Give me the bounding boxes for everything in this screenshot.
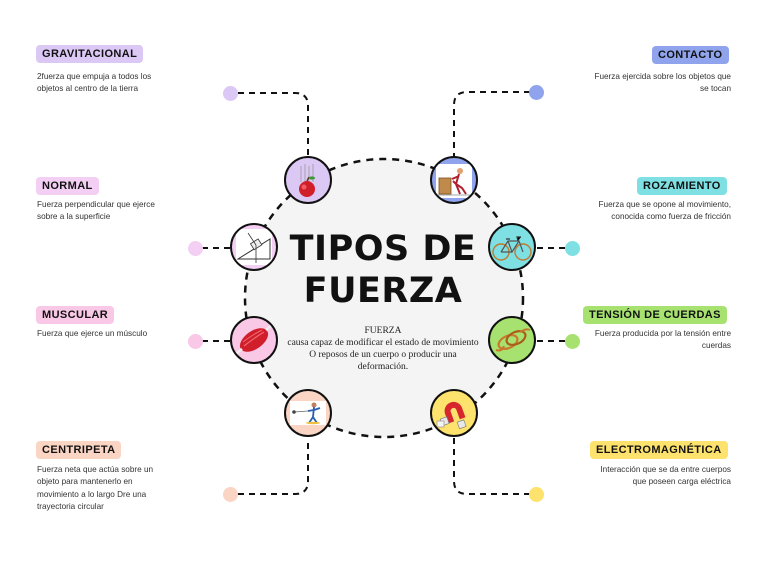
connector-centripeta: [238, 438, 309, 495]
center-description: causa capaz de modificar el estado de mo…: [287, 338, 479, 372]
desc-line: objeto para mantenerlo en: [37, 477, 133, 487]
desc-line: Fuerza ejercida sobre los objetos que: [594, 72, 731, 81]
desc-electromagnetica: Interacción que se da entre cuerpos que …: [556, 464, 731, 489]
tag-tension: TENSIÓN DE CUERDAS: [583, 306, 727, 324]
desc-line: Fuerza neta que actúa sobre un: [37, 465, 154, 474]
desc-line: conocida como fuerza de fricción: [611, 212, 731, 222]
tag-normal: NORMAL: [36, 177, 99, 195]
node-centripeta: [284, 389, 332, 437]
connector-gravitacional: [238, 92, 309, 160]
central-circle: [243, 157, 525, 439]
magnet-icon: [436, 401, 467, 430]
desc-line: se tocan: [700, 84, 731, 94]
dot-tension: [565, 334, 580, 349]
muscle-icon: [235, 324, 273, 355]
connector-electromagnetica: [453, 438, 530, 495]
desc-line: Fuerza producida por la tensión entre: [594, 329, 731, 338]
person-pushing-box-icon: [436, 164, 472, 198]
dot-muscular: [188, 334, 203, 349]
desc-tension: Fuerza producida por la tensión entre cu…: [556, 328, 731, 353]
desc-line: Fuerza perpendicular que ejerce: [37, 200, 155, 209]
node-tension: [488, 316, 536, 364]
tag-gravitacional: GRAVITACIONAL: [36, 45, 144, 63]
desc-muscular: Fuerza que ejerce un músculo: [37, 328, 197, 340]
dot-contacto: [529, 85, 544, 100]
hammer-throw-icon: [290, 401, 326, 425]
tag-electromagnetica: ELECTROMAGNÉTICA: [590, 441, 728, 459]
tag-rozamiento: ROZAMIENTO: [637, 177, 727, 195]
desc-line: sobre a la superficie: [37, 212, 111, 222]
desc-contacto: Fuerza ejercida sobre los objetos que se…: [556, 71, 731, 96]
desc-line: trayectoria circular: [37, 502, 104, 512]
desc-gravitacional: 2fuerza que empuja a todos los objetos a…: [37, 71, 197, 96]
bicycle-icon: [492, 236, 532, 261]
node-gravitacional: [284, 156, 332, 204]
rope-icon: [495, 328, 531, 352]
dot-normal: [188, 241, 203, 256]
tag-muscular: MUSCULAR: [36, 306, 115, 324]
desc-rozamiento: Fuerza que se opone al movimiento, conoc…: [556, 199, 731, 224]
node-contacto: [430, 156, 478, 204]
tag-centripeta: CENTRIPETA: [36, 441, 122, 459]
dot-gravitacional: [223, 86, 238, 101]
main-title-line1: TIPOS DE: [289, 229, 477, 269]
main-title: TIPOS DE FUERZA: [268, 228, 498, 312]
dot-rozamiento: [565, 241, 580, 256]
node-muscular: [230, 316, 278, 364]
tag-contacto: CONTACTO: [652, 46, 729, 64]
connector-contacto: [453, 91, 530, 160]
center-heading: FUERZA: [364, 326, 402, 336]
node-rozamiento: [488, 223, 536, 271]
desc-line: que poseen carga eléctrica: [632, 477, 731, 487]
desc-line: 2fuerza que empuja a todos los: [37, 72, 152, 81]
desc-line: objetos al centro de la tierra: [37, 84, 139, 94]
main-title-line2: FUERZA: [303, 271, 463, 311]
node-electromagnetica: [430, 389, 478, 437]
apple-falling-icon: [299, 164, 315, 197]
desc-line: Fuerza que se opone al movimiento,: [598, 200, 731, 209]
desc-centripeta: Fuerza neta que actúa sobre un objeto pa…: [37, 464, 197, 514]
desc-normal: Fuerza perpendicular que ejerce sobre a …: [37, 199, 197, 224]
dot-electromagnetica: [529, 487, 544, 502]
desc-line: Interacción que se da entre cuerpos: [600, 465, 731, 474]
inclined-plane-icon: [236, 229, 272, 265]
desc-line: cuerdas: [701, 341, 731, 351]
node-normal: [230, 223, 278, 271]
dot-centripeta: [223, 487, 238, 502]
desc-line: movimiento a lo largo Dre una: [37, 489, 147, 499]
desc-line: Fuerza que ejerce un músculo: [37, 329, 148, 338]
